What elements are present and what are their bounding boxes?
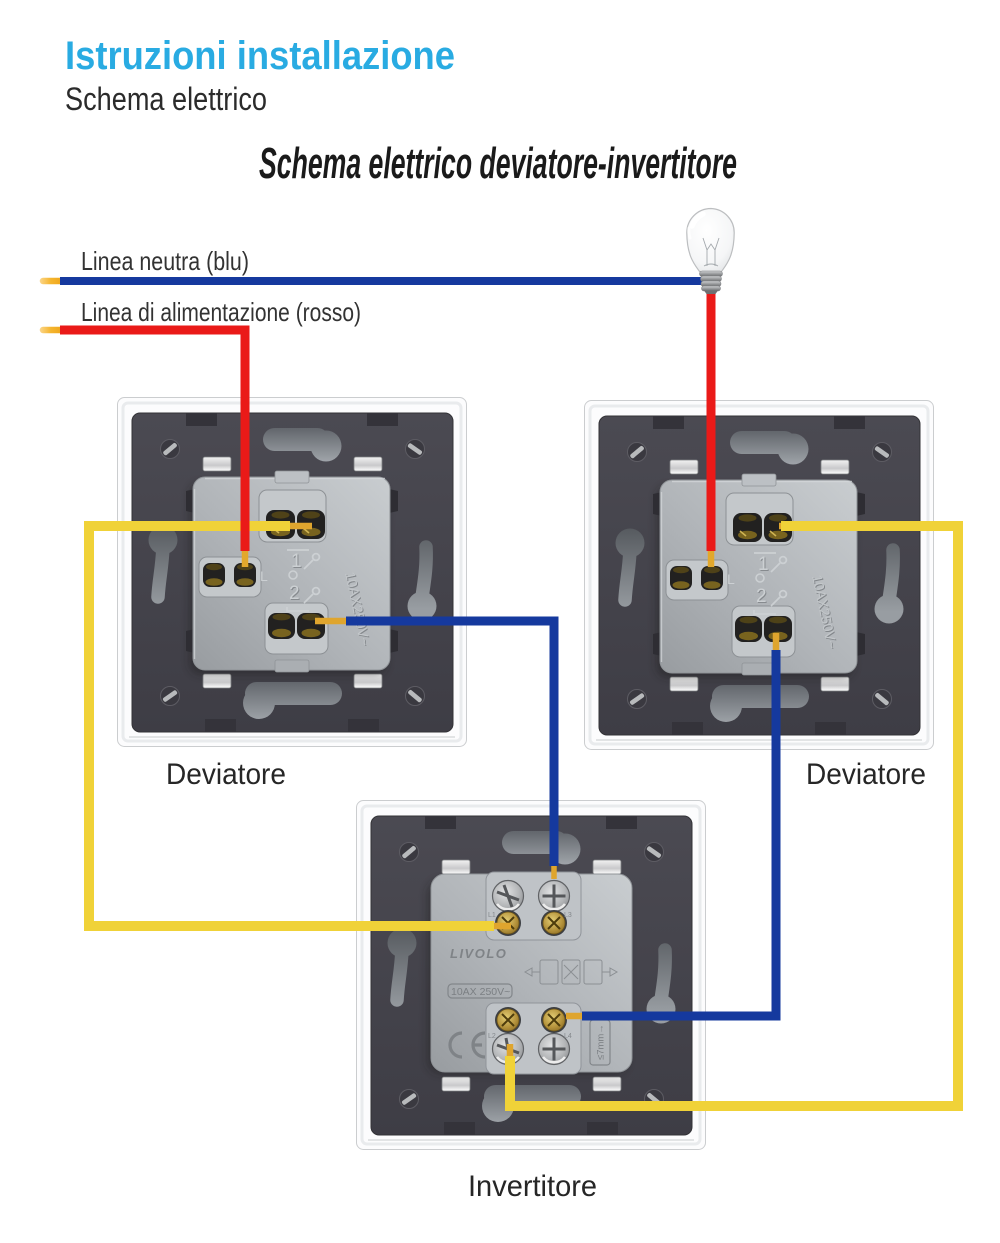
svg-text:Invertitore: Invertitore: [468, 1170, 597, 1203]
svg-text:Istruzioni installazione: Istruzioni installazione: [65, 34, 455, 78]
svg-text:Deviatore: Deviatore: [806, 758, 926, 791]
svg-text:Deviatore: Deviatore: [166, 758, 286, 791]
svg-text:Linea neutra (blu): Linea neutra (blu): [81, 246, 249, 276]
svg-text:Schema elettrico deviatore-inv: Schema elettrico deviatore-invertitore: [259, 139, 737, 188]
svg-text:Schema elettrico: Schema elettrico: [65, 81, 267, 117]
svg-text:Linea di alimentazione (rosso): Linea di alimentazione (rosso): [81, 297, 361, 327]
